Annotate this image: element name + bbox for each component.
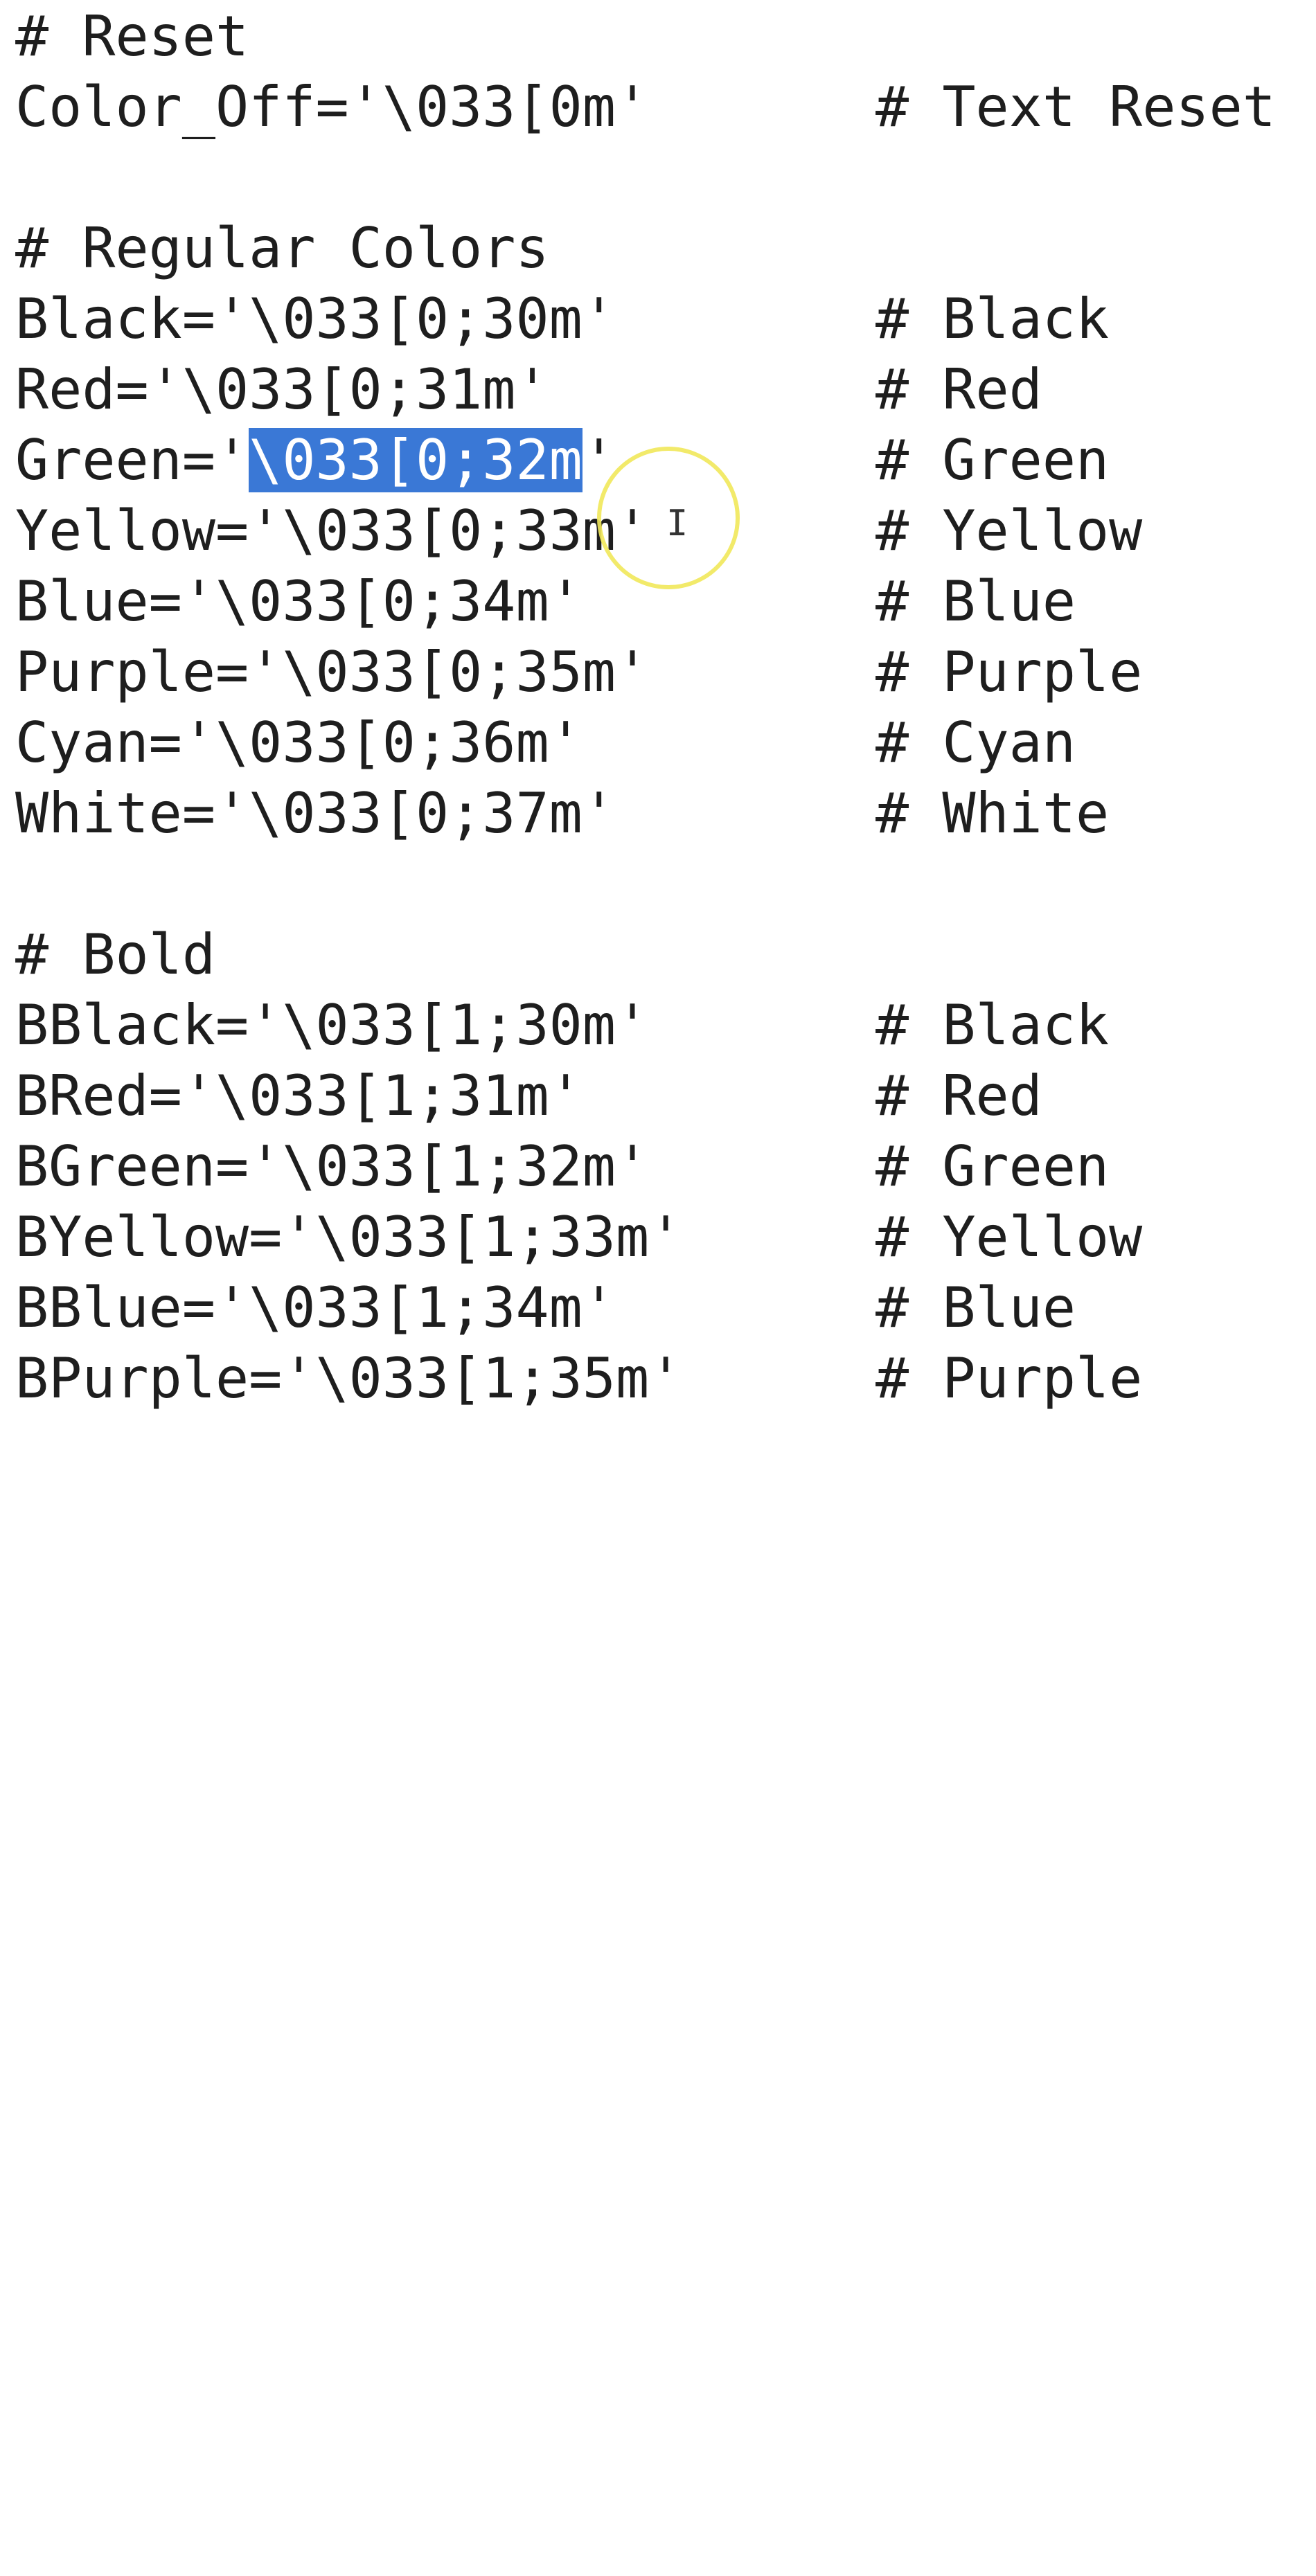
code-comment: # Yellow xyxy=(875,499,1143,563)
code-comment: # Yellow xyxy=(875,1205,1143,1269)
code-line[interactable]: Red='\033[0;31m' # Red xyxy=(15,355,1310,425)
code-comment: # Red xyxy=(875,357,1042,422)
code-line[interactable]: Yellow='\033[0;33m' # Yellow xyxy=(15,496,1310,566)
code-comment: # Green xyxy=(875,1134,1110,1199)
code-text-prefix: Green=' xyxy=(15,428,249,492)
code-line[interactable]: BBlack='\033[1;30m' # Black xyxy=(15,990,1310,1061)
code-text: Cyan='\033[0;36m' xyxy=(15,710,583,775)
click-highlight-ring-icon xyxy=(597,447,740,589)
code-line[interactable]: BRed='\033[1;31m' # Red xyxy=(15,1061,1310,1132)
code-text: Green='\033[0;32m' xyxy=(15,425,616,496)
code-text: Blue='\033[0;34m' xyxy=(15,569,583,634)
code-text: Color_Off='\033[0m' xyxy=(15,75,650,139)
code-line[interactable]: BGreen='\033[1;32m' # Green xyxy=(15,1132,1310,1202)
code-line[interactable]: Cyan='\033[0;36m' # Cyan xyxy=(15,708,1310,778)
code-comment: # Black xyxy=(875,287,1110,351)
code-text: Yellow='\033[0;33m' xyxy=(15,499,650,563)
code-comment: # Cyan xyxy=(875,710,1076,775)
code-text: Purple='\033[0;35m' xyxy=(15,640,650,704)
text-selection[interactable]: \033[0;32m xyxy=(249,428,583,492)
code-text: # Regular Colors xyxy=(15,216,549,280)
code-text: BYellow='\033[1;33m' xyxy=(15,1205,683,1269)
code-text: # Reset xyxy=(15,4,249,69)
code-line[interactable]: BBlue='\033[1;34m' # Blue xyxy=(15,1273,1310,1343)
code-text: BPurple='\033[1;35m' xyxy=(15,1346,683,1411)
code-text: BGreen='\033[1;32m' xyxy=(15,1134,650,1199)
code-comment: # Black xyxy=(875,993,1110,1057)
code-text: # Bold xyxy=(15,922,215,987)
code-line[interactable]: Color_Off='\033[0m' # Text Reset xyxy=(15,72,1310,143)
code-comment: # Purple xyxy=(875,640,1143,704)
text-editor[interactable]: # Reset Color_Off='\033[0m' # Text Reset… xyxy=(0,0,1316,1414)
code-line[interactable]: # Reset xyxy=(15,1,1310,72)
code-line-selected[interactable]: Green='\033[0;32m' # Green xyxy=(15,425,1310,496)
code-text: Red='\033[0;31m' xyxy=(15,357,549,422)
code-text: BBlue='\033[1;34m' xyxy=(15,1276,616,1340)
code-line[interactable]: # Regular Colors xyxy=(15,213,1310,284)
code-text: Black='\033[0;30m' xyxy=(15,287,616,351)
code-line[interactable]: White='\033[0;37m' # White xyxy=(15,778,1310,849)
code-text: BBlack='\033[1;30m' xyxy=(15,993,650,1057)
code-text: BRed='\033[1;31m' xyxy=(15,1064,583,1128)
code-line[interactable]: Black='\033[0;30m' # Black xyxy=(15,284,1310,355)
code-comment: # Text Reset xyxy=(875,75,1276,139)
code-line[interactable]: Purple='\033[0;35m' # Purple xyxy=(15,637,1310,708)
code-comment: # Blue xyxy=(875,569,1076,634)
code-comment: # Blue xyxy=(875,1276,1076,1340)
code-line[interactable]: Blue='\033[0;34m' # Blue xyxy=(15,566,1310,637)
code-line[interactable]: BYellow='\033[1;33m' # Yellow xyxy=(15,1202,1310,1273)
code-line[interactable]: BPurple='\033[1;35m' # Purple xyxy=(15,1343,1310,1414)
text-cursor-icon: I xyxy=(666,503,688,544)
code-comment: # White xyxy=(875,781,1110,846)
code-comment: # Red xyxy=(875,1064,1042,1128)
code-text: White='\033[0;37m' xyxy=(15,781,616,846)
code-comment: # Green xyxy=(875,428,1110,492)
code-line[interactable]: # Bold xyxy=(15,920,1310,990)
code-comment: # Purple xyxy=(875,1346,1143,1411)
